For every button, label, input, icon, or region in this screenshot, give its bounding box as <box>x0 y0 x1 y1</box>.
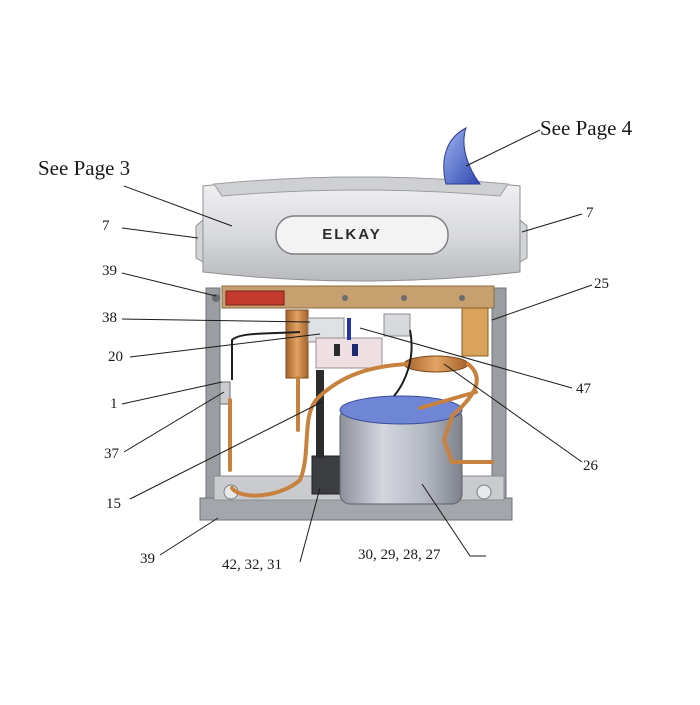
callout-1: 1 <box>110 396 118 412</box>
callout-42-32-31: 42, 32, 31 <box>222 557 282 573</box>
callout-25: 25 <box>594 276 609 292</box>
callout-7-left: 7 <box>102 218 110 234</box>
callout-30-29-28-27: 30, 29, 28, 27 <box>358 547 441 563</box>
callout-37: 37 <box>104 446 119 462</box>
callout-7-right: 7 <box>586 205 594 221</box>
leader-lines <box>121 129 593 563</box>
interior-components <box>219 307 489 505</box>
copper-tubing <box>228 362 494 498</box>
callout-39-bottom: 39 <box>140 551 155 567</box>
callout-15: 15 <box>106 496 121 512</box>
callout-20: 20 <box>108 349 123 365</box>
wiring <box>231 329 413 397</box>
elkay-logo: ELKAY <box>322 226 382 243</box>
basin-assembly <box>195 127 528 282</box>
callout-47: 47 <box>576 381 591 397</box>
see-page-3-label: See Page 3 <box>38 156 131 180</box>
callout-39-top: 39 <box>102 263 117 279</box>
callout-26: 26 <box>583 458 598 474</box>
callout-38: 38 <box>102 310 117 326</box>
see-page-4-label: See Page 4 <box>540 116 633 140</box>
